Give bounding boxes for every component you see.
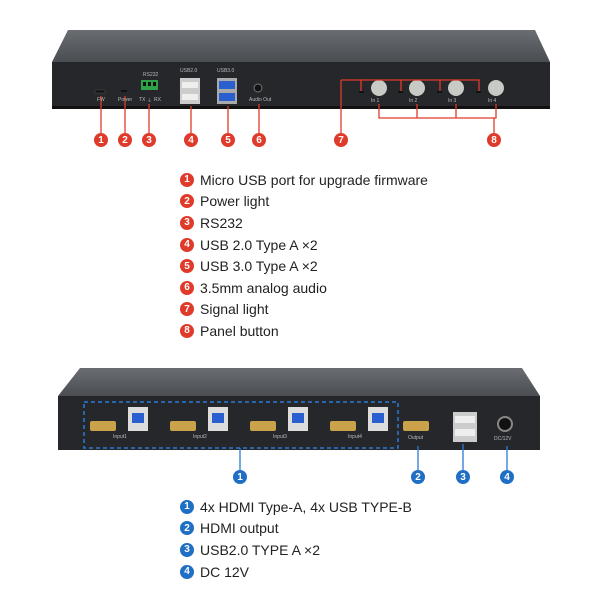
rear-device [58,368,540,470]
front-legend: 1 Micro USB port for upgrade firmware 2 Po… [180,169,428,342]
legend-item: 1 Micro USB port for upgrade firmware [180,169,428,191]
usb3-label: USB3.0 [217,68,235,74]
power-led [121,90,127,92]
legend-number: 4 [180,564,194,579]
legend-item: 4 DC 12V [180,561,412,583]
legend-item: 3 RS232 [180,212,428,234]
rear-callout-4: 4 [500,470,514,484]
callout-7: 7 [334,133,348,147]
rear-callout-2: 2 [411,470,425,484]
in1-label: In 1 [371,98,380,104]
fw-label: FW [97,97,105,103]
legend-number: 2 [180,194,194,209]
front-callout-lines [100,79,497,133]
legend-number: 4 [180,237,194,252]
rs232-terminal [141,80,158,90]
front-device [52,30,550,133]
power-label: Power [118,97,133,103]
rear-callout-1: 1 [233,470,247,484]
legend-text: USB2.0 TYPE A ×2 [200,541,320,558]
rx-label: RX [154,97,161,103]
panel-buttons [359,80,504,96]
tx-label: TX [139,97,146,103]
audio-jack [253,83,263,93]
legend-number: 1 [180,499,194,514]
audio-label: Audio Out [249,97,272,103]
legend-item: 3 USB2.0 TYPE A ×2 [180,539,412,561]
legend-item: 6 3.5mm analog audio [180,277,428,299]
callout-5: 5 [221,133,235,147]
callout-1: 1 [94,133,108,147]
output-label: Output [408,435,424,441]
legend-text: Panel button [200,322,279,339]
input4-label: Input4 [348,434,362,440]
input2-label: Input2 [193,434,207,440]
legend-item: 2 HDMI output [180,518,412,540]
in4-label: In 4 [488,98,497,104]
callout-4: 4 [184,133,198,147]
usb3-ports [217,78,237,104]
legend-text: USB 2.0 Type A ×2 [200,236,318,253]
legend-text: 4x HDMI Type-A, 4x USB TYPE-B [200,498,412,515]
legend-item: 1 4x HDMI Type-A, 4x USB TYPE-B [180,496,412,518]
legend-text: 3.5mm analog audio [200,279,327,296]
rear-callout-lines [239,444,508,470]
legend-text: USB 3.0 Type A ×2 [200,258,318,275]
legend-text: HDMI output [200,520,279,537]
input3-label: Input3 [273,434,287,440]
legend-text: RS232 [200,214,243,231]
callout-6: 6 [252,133,266,147]
legend-text: Signal light [200,301,269,318]
rs232-label: RS232 [143,72,159,78]
legend-number: 7 [180,302,194,317]
legend-item: 8 Panel button [180,320,428,342]
rear-legend: 1 4x HDMI Type-A, 4x USB TYPE-B 2 HDMI out… [180,496,412,582]
legend-item: 4 USB 2.0 Type A ×2 [180,234,428,256]
legend-number: 6 [180,280,194,295]
in3-label: In 3 [448,98,457,104]
hdmi-ports [90,421,429,431]
usb2-ports [180,78,200,104]
callout-2: 2 [118,133,132,147]
rear-callout-3: 3 [456,470,470,484]
legend-text: DC 12V [200,563,250,580]
legend-number: 2 [180,521,194,536]
callout-8: 8 [487,133,501,147]
usb2-label: USB2.0 [180,68,198,74]
dc-jack [497,416,513,432]
legend-text: Power light [200,193,270,210]
input1-label: Input1 [113,434,127,440]
usb-b-ports [128,407,388,431]
inputs-box [83,401,399,449]
legend-text: Micro USB port for upgrade firmware [200,171,428,188]
callout-3: 3 [142,133,156,147]
in2-label: In 2 [409,98,418,104]
legend-number: 3 [180,215,194,230]
g-label: ⏚ [147,98,153,104]
micro-usb-port [94,89,106,94]
legend-number: 8 [180,323,194,338]
legend-number: 5 [180,259,194,274]
usb-a-ports [453,412,477,442]
legend-item: 7 Signal light [180,299,428,321]
legend-number: 3 [180,542,194,557]
dc-label: DC/12V [494,436,512,442]
legend-item: 2 Power light [180,191,428,213]
legend-item: 5 USB 3.0 Type A ×2 [180,255,428,277]
legend-number: 1 [180,172,194,187]
